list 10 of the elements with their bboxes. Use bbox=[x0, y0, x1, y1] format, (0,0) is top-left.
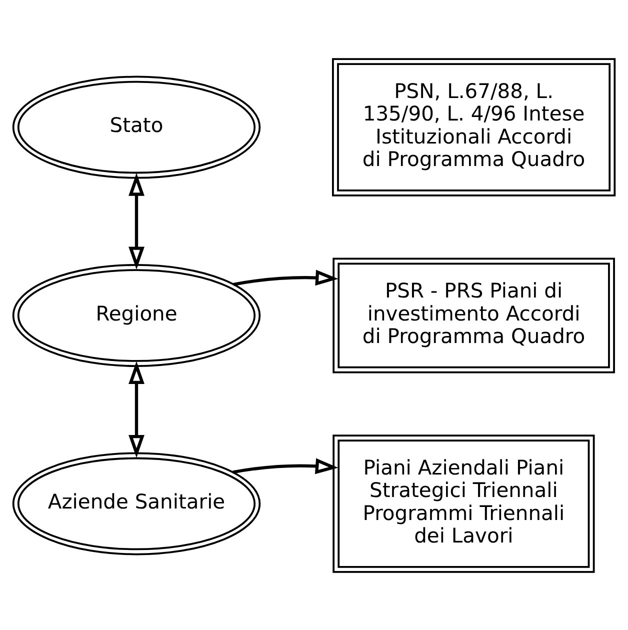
arrow bbox=[232, 458, 338, 474]
node-ellipse: Regione bbox=[12, 264, 261, 366]
arrow bbox=[128, 360, 144, 458]
node-ellipse: Stato bbox=[12, 75, 261, 178]
node-box: PSN, L.67/88, L. 135/90, L. 4/96 Intese Istituzionali Accordi di Programma Quadro bbox=[332, 58, 616, 196]
node-box: Piani Aziendali Piani Strategici Triennali Programmi Triennali dei Lavori bbox=[332, 434, 595, 572]
arrow bbox=[128, 172, 144, 270]
node-ellipse: Aziende Sanitarie bbox=[12, 452, 261, 555]
arrow bbox=[233, 269, 338, 286]
node-box: PSR - PRS Piani di investimento Accordi di Programma Quadro bbox=[332, 257, 615, 373]
